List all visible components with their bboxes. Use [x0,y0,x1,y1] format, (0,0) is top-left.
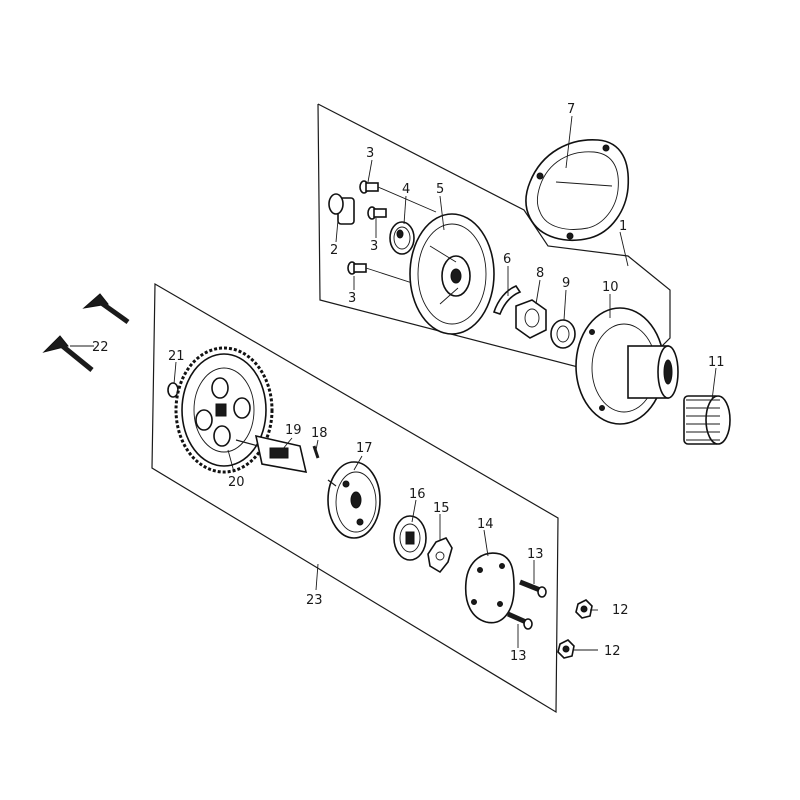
label-part-5: 5 [436,182,444,197]
gear-part-11 [683,395,731,445]
label-part-17: 17 [356,441,373,456]
label-part-21: 21 [168,349,185,364]
label-part-1: 1 [619,219,627,234]
label-part-13b: 13 [510,649,527,664]
screw-part-13b [506,611,533,630]
label-part-12b: 12 [604,644,621,659]
spring-part-4 [389,221,415,255]
screw-part-3a [359,180,437,213]
nut-part-8 [515,299,547,339]
label-part-9: 9 [562,276,570,291]
pin-part-18 [312,445,320,459]
label-part-8: 8 [536,266,544,281]
label-part-3a: 3 [366,146,374,161]
circlip-part-21 [167,382,179,398]
bolt-part-22a [82,293,130,325]
label-part-22: 22 [92,340,109,355]
rotor-part-16 [393,515,427,561]
label-part-14: 14 [477,517,494,532]
screw-part-13a [519,579,547,598]
housing-part-5 [409,213,495,335]
nut-part-12a [575,599,593,619]
screw-part-3b [367,206,387,220]
label-part-4: 4 [402,182,410,197]
washer-part-9 [550,319,576,349]
label-part-15: 15 [433,501,450,516]
star-rotor-part-15 [427,537,453,574]
label-part-18: 18 [311,426,328,441]
gasket-part-7 [525,139,630,241]
leader-lines [70,115,717,651]
pin-part-2 [328,193,355,225]
label-part-6: 6 [503,252,511,267]
callout-labels: 7 1 3 4 5 2 3 3 6 8 9 10 11 22 21 19 18 … [92,102,725,664]
label-part-23: 23 [306,593,323,608]
label-part-20: 20 [228,475,245,490]
label-part-11: 11 [708,355,725,370]
shaft-part-19 [235,434,308,474]
label-part-16: 16 [409,487,426,502]
clutch-outer-part-10 [575,307,679,425]
label-part-19: 19 [285,423,302,438]
label-part-12a: 12 [612,603,629,618]
label-part-3c: 3 [348,291,356,306]
cam-part-17 [327,461,381,539]
bolt-part-22b [42,335,94,372]
clip-part-6 [492,285,522,315]
sprocket-part-20 [174,346,274,474]
label-part-2: 2 [330,243,338,258]
label-part-7: 7 [567,102,575,117]
label-part-3b: 3 [370,239,378,254]
assembly-23-boundary [151,282,559,714]
cover-plate-part-14 [464,552,515,624]
nut-part-12b [557,639,575,659]
label-part-10: 10 [602,280,619,295]
label-part-13a: 13 [527,547,544,562]
